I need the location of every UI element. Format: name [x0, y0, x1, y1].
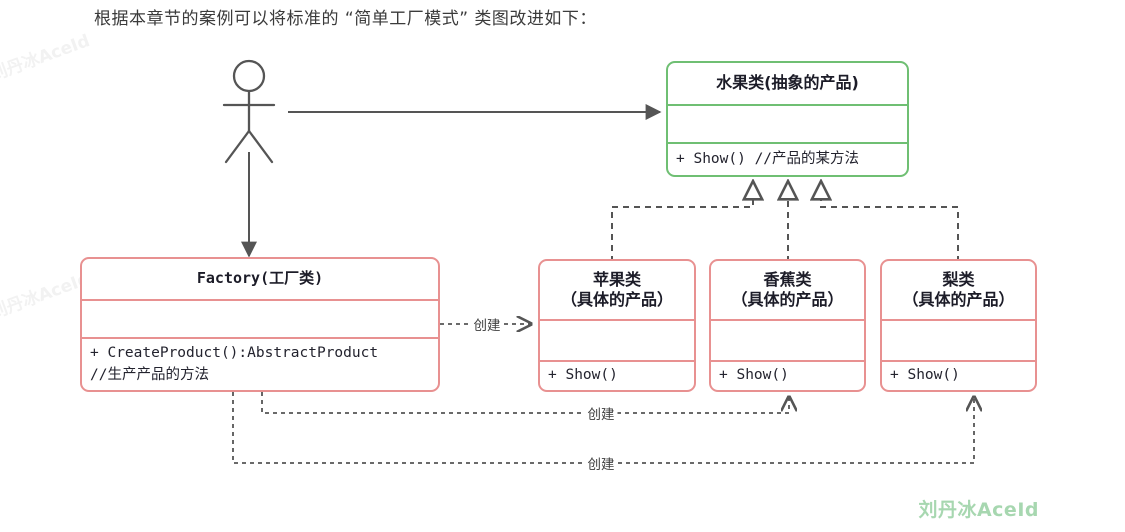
concrete-pear-attributes — [882, 319, 1035, 360]
factory-operation-create-product: + CreateProduct():AbstractProduct — [90, 345, 379, 362]
factory-operation-comment: //生产产品的方法 — [90, 366, 209, 383]
factory-operations: + CreateProduct():AbstractProduct //生产产品… — [82, 337, 438, 390]
generalization-pear-to-fruit — [821, 181, 959, 262]
concrete-banana-title-line2: （具体的产品） — [731, 290, 844, 309]
concrete-banana-title-line1: 香蕉类 — [763, 269, 812, 289]
actor-stick-figure — [222, 59, 276, 164]
concrete-banana-attributes — [711, 319, 864, 360]
concrete-apple-title-line2: （具体的产品） — [560, 290, 673, 309]
concrete-pear-title: 梨类 （具体的产品） — [882, 261, 1035, 319]
factory-title-text: Factory(工厂类) — [196, 269, 324, 288]
concrete-apple-title: 苹果类 （具体的产品） — [540, 261, 694, 319]
page-title: 根据本章节的案例可以将标准的 “简单工厂模式” 类图改进如下： — [94, 9, 597, 29]
concrete-apple-attributes — [540, 319, 694, 360]
class-box-concrete-banana[interactable]: 香蕉类 （具体的产品） + Show() — [709, 259, 866, 392]
factory-title: Factory(工厂类) — [82, 259, 438, 299]
class-box-concrete-pear[interactable]: 梨类 （具体的产品） + Show() — [880, 259, 1037, 392]
concrete-pear-title-line1: 梨类 — [942, 269, 975, 289]
concrete-banana-operations: + Show() — [711, 360, 864, 390]
abstract-product-attributes — [668, 104, 907, 142]
concrete-pear-operations: + Show() — [882, 360, 1035, 390]
watermark-left-middle: 刘丹冰AceId — [0, 269, 93, 324]
concrete-apple-operations: + Show() — [540, 360, 694, 390]
concrete-pear-title-line2: （具体的产品） — [902, 290, 1015, 309]
abstract-product-title-text: 水果类(抽象的产品) — [716, 73, 859, 93]
dependency-label-create-pear: 创建 — [584, 453, 618, 473]
dependency-factory-to-banana — [261, 392, 789, 414]
dependency-label-create-apple: 创建 — [470, 314, 504, 334]
class-box-abstract-product[interactable]: 水果类(抽象的产品) + Show() //产品的某方法 — [666, 61, 909, 177]
concrete-apple-title-line1: 苹果类 — [592, 269, 641, 289]
generalization-apple-to-fruit — [611, 181, 753, 262]
class-box-concrete-apple[interactable]: 苹果类 （具体的产品） + Show() — [538, 259, 696, 392]
watermark-left-top: 刘丹冰AceId — [0, 31, 93, 86]
dependency-label-create-banana: 创建 — [584, 403, 618, 423]
abstract-product-operations: + Show() //产品的某方法 — [668, 142, 907, 175]
abstract-product-title: 水果类(抽象的产品) — [668, 63, 907, 104]
factory-attributes — [82, 299, 438, 337]
class-box-factory[interactable]: Factory(工厂类) + CreateProduct():AbstractP… — [80, 257, 440, 392]
watermark-author: 刘丹冰AceId — [918, 499, 1039, 521]
concrete-banana-title: 香蕉类 （具体的产品） — [711, 261, 864, 319]
